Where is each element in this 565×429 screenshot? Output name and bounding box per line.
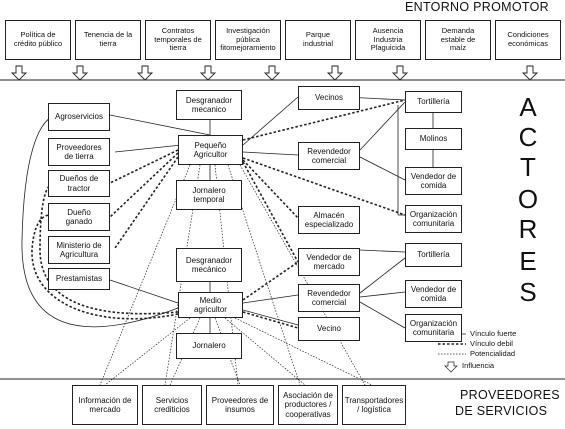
actor-ministerio-agricultura: Ministerio de Agricultura [48,236,110,264]
actor-vendedor-mercado: Vendedor de mercado [298,248,360,276]
context-box-contratos: Contratos temporales de tierra [145,20,211,60]
context-box-plaguicida: Ausencia Industria Plaguicida [355,20,421,60]
actor-medio-agricultor: Medio agricultor [178,292,243,318]
header-proveedores-line1: PROVEEDORES [460,388,560,402]
actor-revendedor-comercial-1: Revendedor comercial [298,142,360,170]
provider-informacion-mercado: Información de mercado [72,385,138,425]
actores-letter: S [519,277,537,307]
influence-arrow-icon [71,65,89,81]
context-box-investigacion: Investigación pública fitomejoramiento [215,20,281,60]
influence-arrow-icon [10,65,28,81]
weak-links [31,99,406,329]
provider-asociacion-productores: Asociación de productores / cooperativas [278,385,338,425]
influence-arrow-icon [521,65,539,81]
actor-jornalero: Jornalero [176,333,242,359]
header-proveedores-line2: DE SERVICIOS [455,404,548,418]
actor-dueno-ganado: Dueño ganado [48,203,110,231]
actor-proveedores-tierra: Proveedores de tierra [48,138,110,166]
actor-almacen-especializado: Almacén especializado [298,206,360,234]
actor-pequeno-agricultor: Pequeño Agricultor [178,135,243,165]
context-box-tenencia: Tenencia de la tierra [75,20,141,60]
provider-proveedores-insumos: Proveedores de insumos [206,385,274,425]
actor-vecinos: Vecinos [298,86,360,110]
legend-influence-label: Influencia [462,361,495,370]
context-box-parque: Parque industrial [285,20,351,60]
header-entorno-promotor: ENTORNO PROMOTOR [405,0,549,14]
provider-transportadores: Transportadores / logística [342,385,406,425]
strong-links [21,96,434,333]
actor-duenos-tractor: Dueños de tractor [48,170,110,197]
actor-organizacion-comunitaria-2: Organización comunitaria [405,314,462,342]
actor-tortilleria-1: Tortillería [405,91,462,113]
actor-desgranador-mecanico-2: Desgranador mecánico [176,248,242,282]
actores-letter: R [518,214,538,244]
legend-weak-label: Vínculo debil [470,339,513,348]
legend-influence-arrow-icon [444,361,458,373]
influence-arrow-icon [263,65,281,81]
actor-agroservicios: Agroservicios [48,103,110,131]
actores-letter: E [519,246,537,276]
provider-servicios-crediticios: Servicios crediticios [142,385,202,425]
context-box-economicas: Condiciones económicas [495,20,561,60]
actores-letter: O [517,184,539,214]
influence-arrow-icon [199,65,217,81]
actor-vendedor-comida-2: Vendedor de comida [405,280,462,308]
context-box-demanda: Demanda estable de maíz [425,20,491,60]
actores-letter: A [519,92,537,122]
actor-vecino: Vecino [298,317,360,341]
actores-letter: T [520,152,536,182]
actor-desgranador-mecanico-1: Desgranador mecanico [176,90,242,120]
legend-potential-label: Potencialidad [470,349,516,358]
actor-revendedor-comercial-2: Revendedor comercial [298,284,360,312]
actor-molinos: Molinos [405,128,462,150]
context-box-credito: Política de crédito público [5,20,71,60]
actores-letter: C [518,122,538,152]
influence-arrow-icon [326,65,344,81]
actor-prestamistas: Prestamistas [48,268,110,290]
influence-arrow-icon [136,65,154,81]
legend-strong-label: Vínculo fuerte [470,329,517,338]
actor-jornalero-temporal: Jornalero temporal [176,180,242,210]
actor-organizacion-comunitaria-1: Organización comunitaria [405,205,462,233]
actor-tortilleria-2: Tortillería [405,243,462,267]
actor-vendedor-comida-1: Vendedor de comida [405,167,462,195]
influence-arrow-icon [391,65,409,81]
